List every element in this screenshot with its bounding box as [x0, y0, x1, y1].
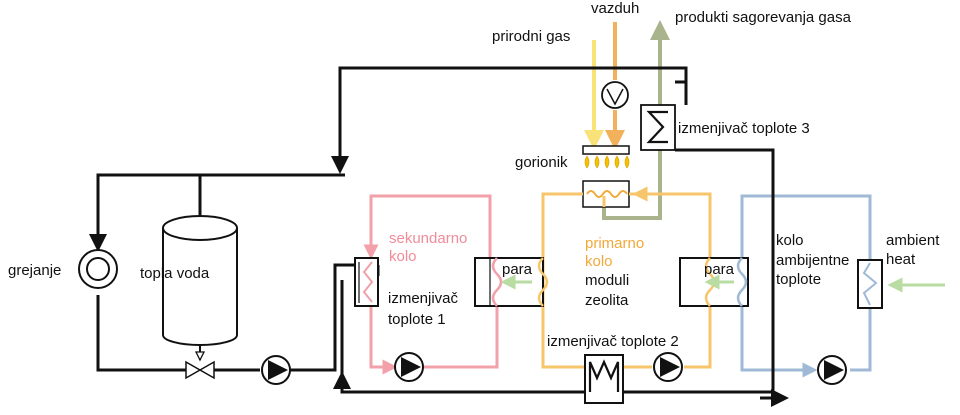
label-sekundarno-1: sekundarno [389, 230, 467, 247]
label-vazduh: vazduh [591, 0, 639, 17]
valve-icon [185, 351, 215, 380]
label-heat-exchanger-3: izmenjivač toplote 3 [678, 120, 810, 137]
label-moduli-1: moduli [585, 272, 629, 289]
label-heat-exchanger-1b: toplote 1 [388, 311, 446, 328]
burner [582, 145, 630, 208]
heat-exchanger-2 [584, 354, 624, 404]
label-heat-exchanger-1a: izmenjivač [388, 290, 459, 307]
label-ambijent-3: toplote [776, 271, 821, 288]
label-topla-voda: topla voda [140, 265, 210, 282]
label-para-left: para [502, 261, 533, 278]
heating-radiator-icon [78, 249, 118, 289]
label-gorionik: gorionik [515, 154, 568, 171]
flame-icon [584, 155, 630, 169]
label-grejanje: grejanje [8, 262, 61, 279]
heat-exchanger-1 [354, 257, 379, 307]
label-sekundarno-2: kolo [389, 248, 417, 265]
hot-water-tank [162, 215, 238, 360]
label-prirodni-gas: prirodni gas [492, 28, 570, 45]
zeolite-module-right [679, 257, 749, 307]
label-ambient-2: heat [886, 251, 916, 268]
label-produkti: produkti sagorevanja gasa [675, 9, 852, 26]
heating-loop [89, 66, 789, 407]
label-moduli-2: zeolita [585, 292, 629, 309]
zeolite-module-left [474, 257, 549, 307]
label-ambijent-1: kolo [776, 232, 804, 249]
label-ambient-1: ambient [886, 232, 940, 249]
ambient-heat-exchanger [857, 259, 945, 309]
label-ambijent-2: ambijentne [776, 252, 849, 269]
pump-icon [653, 352, 683, 382]
heat-exchanger-3 [640, 104, 676, 151]
air-fan-icon [601, 81, 629, 109]
label-para-right: para [704, 261, 735, 278]
label-primarno-1: primarno [585, 235, 644, 252]
ambient-loop [740, 194, 872, 378]
pump-icon [261, 355, 291, 385]
pump-icon [817, 355, 847, 385]
label-heat-exchanger-2: izmenjivač toplote 2 [547, 333, 679, 350]
secondary-loop [363, 194, 499, 375]
pump-icon [394, 352, 424, 382]
label-primarno-2: kolo [585, 253, 613, 270]
